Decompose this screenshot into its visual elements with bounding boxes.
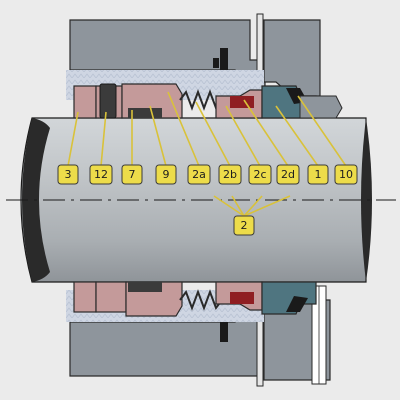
housing-top <box>66 13 321 100</box>
callout-2c-text: 2c <box>253 168 266 181</box>
gasket-top <box>220 48 228 72</box>
callout-3-text: 3 <box>65 168 72 181</box>
shaft <box>6 117 396 283</box>
part-2d-seal-face <box>230 96 254 108</box>
callout-2d-text: 2d <box>281 168 295 181</box>
shaft-end <box>361 118 372 282</box>
callout-2a-text: 2a <box>192 168 206 181</box>
gasket-bottom <box>220 322 228 342</box>
callout-2a: 2a <box>187 164 211 185</box>
part-7-o-ring <box>128 108 162 118</box>
callout-2b-text: 2b <box>223 168 237 181</box>
seal-assembly-top <box>73 83 343 119</box>
part-12-set-screw <box>99 83 117 119</box>
callout-7-text: 7 <box>129 168 136 181</box>
callout-12: 12 <box>89 164 113 185</box>
callout-7: 7 <box>121 164 143 185</box>
seal-assembly-bottom <box>73 281 317 317</box>
part-2b-spring <box>179 89 223 111</box>
callout-2d: 2d <box>276 164 300 185</box>
callout-2: 2 <box>233 215 255 236</box>
callout-9-text: 9 <box>163 168 170 181</box>
callout-9: 9 <box>155 164 177 185</box>
callout-1-text: 1 <box>315 168 322 181</box>
callout-12-text: 12 <box>94 168 108 181</box>
callout-1: 1 <box>307 164 329 185</box>
callout-2-text: 2 <box>241 219 248 232</box>
callout-labels: 3 12 7 9 2a 2b 2c 2d <box>57 164 358 236</box>
callout-10: 10 <box>334 164 358 185</box>
callout-2c: 2c <box>248 164 272 185</box>
callout-2b: 2b <box>218 164 242 185</box>
leader-lines <box>67 91 347 217</box>
callout-3: 3 <box>57 164 79 185</box>
callout-10-text: 10 <box>339 168 353 181</box>
